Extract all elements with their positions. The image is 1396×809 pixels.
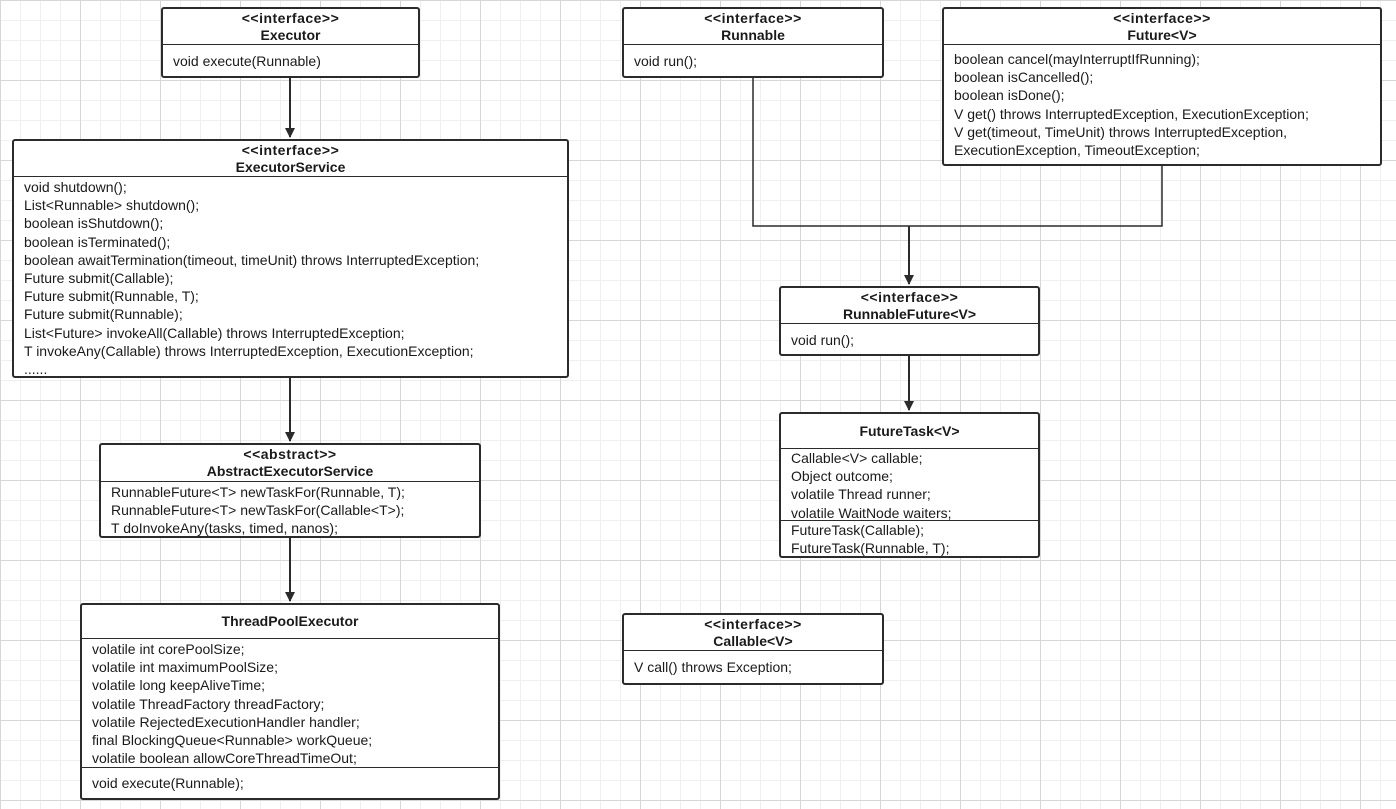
class-header: <<interface>> Runnable bbox=[624, 9, 882, 45]
field-line: volatile RejectedExecutionHandler handle… bbox=[92, 713, 360, 730]
field-line: volatile Thread runner; bbox=[791, 486, 931, 503]
field-line: volatile ThreadFactory threadFactory; bbox=[92, 695, 325, 712]
method-line: RunnableFuture<T> newTaskFor(Callable<T>… bbox=[111, 502, 405, 519]
class-header: <<interface>> RunnableFuture<V> bbox=[781, 288, 1038, 324]
class-abstract-executor-service[interactable]: <<abstract>> AbstractExecutorService Run… bbox=[99, 443, 481, 538]
class-future[interactable]: <<interface>> Future<V> boolean cancel(m… bbox=[942, 7, 1382, 166]
method-line: T invokeAny(Callable) throws Interrupted… bbox=[24, 342, 474, 359]
method-line: void shutdown(); bbox=[24, 179, 127, 195]
class-executor-service[interactable]: <<interface>> ExecutorService void shutd… bbox=[12, 139, 569, 378]
stereotype-label: <<interface>> bbox=[241, 141, 340, 158]
method-line: boolean isDone(); bbox=[954, 87, 1065, 104]
class-name: RunnableFuture<V> bbox=[842, 305, 977, 322]
stereotype-label: <<interface>> bbox=[704, 9, 802, 26]
method-line: List<Future> invokeAll(Callable) throws … bbox=[24, 324, 405, 341]
method-line: boolean isShutdown(); bbox=[24, 215, 164, 232]
method-line: RunnableFuture<T> newTaskFor(Runnable, T… bbox=[111, 484, 405, 500]
class-header: <<interface>> Callable<V> bbox=[624, 615, 882, 651]
methods-section: void execute(Runnable) bbox=[163, 45, 418, 70]
stereotype-label: <<abstract>> bbox=[243, 446, 337, 462]
method-line: void run(); bbox=[634, 53, 698, 69]
method-line: FutureTask(Callable); bbox=[791, 522, 925, 538]
field-line: volatile long keepAliveTime; bbox=[92, 677, 266, 694]
method-line: boolean isCancelled(); bbox=[954, 69, 1094, 86]
methods-section: RunnableFuture<T> newTaskFor(Runnable, T… bbox=[101, 482, 479, 538]
class-name: Callable<V> bbox=[713, 632, 793, 649]
class-header: <<interface>> ExecutorService bbox=[14, 141, 567, 177]
method-line: void execute(Runnable); bbox=[92, 775, 244, 791]
fields-section: Callable<V> callable; Object outcome; vo… bbox=[781, 449, 1038, 521]
class-name: Executor bbox=[260, 26, 321, 43]
class-header: ThreadPoolExecutor bbox=[82, 605, 498, 639]
class-name: ThreadPoolExecutor bbox=[221, 613, 359, 629]
methods-section: V call() throws Exception; bbox=[624, 651, 882, 676]
method-line: boolean awaitTermination(timeout, timeUn… bbox=[24, 251, 480, 268]
class-name: Runnable bbox=[721, 26, 785, 43]
class-header: FutureTask<V> bbox=[781, 414, 1038, 449]
edge-future-merge bbox=[909, 166, 1163, 227]
class-callable[interactable]: <<interface>> Callable<V> V call() throw… bbox=[622, 613, 884, 685]
method-line: V get(timeout, TimeUnit) throws Interrup… bbox=[954, 123, 1288, 140]
field-line: volatile WaitNode waiters; bbox=[791, 504, 952, 521]
methods-section: boolean cancel(mayInterruptIfRunning); b… bbox=[944, 45, 1380, 159]
class-future-task[interactable]: FutureTask<V> Callable<V> callable; Obje… bbox=[779, 412, 1040, 558]
class-name: FutureTask<V> bbox=[859, 422, 960, 439]
methods-section: FutureTask(Callable); FutureTask(Runnabl… bbox=[781, 521, 1038, 557]
method-line: Future submit(Runnable, T); bbox=[24, 288, 199, 305]
methods-section: void run(); bbox=[624, 45, 882, 70]
stereotype-label: <<interface>> bbox=[860, 288, 959, 305]
stereotype-label: <<interface>> bbox=[241, 9, 340, 26]
method-line: V get() throws InterruptedException, Exe… bbox=[954, 105, 1309, 122]
methods-section: void run(); bbox=[781, 324, 1038, 349]
class-name: AbstractExecutorService bbox=[206, 463, 374, 479]
field-line: Callable<V> callable; bbox=[791, 450, 923, 466]
class-name: ExecutorService bbox=[235, 158, 346, 175]
method-line: boolean cancel(mayInterruptIfRunning); bbox=[954, 51, 1200, 67]
field-line: volatile int maximumPoolSize; bbox=[92, 659, 278, 676]
class-header: <<interface>> Future<V> bbox=[944, 9, 1380, 45]
class-name: Future<V> bbox=[1127, 26, 1197, 43]
method-line: ExecutionException, TimeoutException; bbox=[954, 142, 1200, 159]
class-header: <<abstract>> AbstractExecutorService bbox=[101, 445, 479, 482]
methods-section: void shutdown(); List<Runnable> shutdown… bbox=[14, 177, 567, 378]
method-line: Future submit(Callable); bbox=[24, 270, 174, 287]
method-line: Future submit(Runnable); bbox=[24, 306, 183, 323]
method-line: void execute(Runnable) bbox=[173, 53, 321, 69]
class-thread-pool-executor[interactable]: ThreadPoolExecutor volatile int corePool… bbox=[80, 603, 500, 800]
field-line: volatile boolean allowCoreThreadTimeOut; bbox=[92, 750, 357, 767]
stereotype-label: <<interface>> bbox=[704, 615, 802, 632]
method-line: ...... bbox=[24, 361, 48, 378]
method-line: boolean isTerminated(); bbox=[24, 233, 171, 250]
class-runnable[interactable]: <<interface>> Runnable void run(); bbox=[622, 7, 884, 78]
field-line: Object outcome; bbox=[791, 468, 893, 485]
class-header: <<interface>> Executor bbox=[163, 9, 418, 45]
edge-runnable-merge bbox=[752, 78, 909, 227]
method-line: V call() throws Exception; bbox=[634, 659, 792, 675]
methods-section: void execute(Runnable); bbox=[82, 768, 498, 792]
method-line: FutureTask(Runnable, T); bbox=[791, 540, 950, 557]
method-line: void run(); bbox=[791, 332, 855, 348]
field-line: volatile int corePoolSize; bbox=[92, 641, 245, 657]
class-executor[interactable]: <<interface>> Executor void execute(Runn… bbox=[161, 7, 420, 78]
method-line: T doInvokeAny(tasks, timed, nanos); bbox=[111, 520, 338, 537]
method-line: List<Runnable> shutdown(); bbox=[24, 197, 200, 214]
fields-section: volatile int corePoolSize; volatile int … bbox=[82, 639, 498, 768]
stereotype-label: <<interface>> bbox=[1113, 9, 1211, 26]
class-runnable-future[interactable]: <<interface>> RunnableFuture<V> void run… bbox=[779, 286, 1040, 356]
field-line: final BlockingQueue<Runnable> workQueue; bbox=[92, 732, 373, 749]
